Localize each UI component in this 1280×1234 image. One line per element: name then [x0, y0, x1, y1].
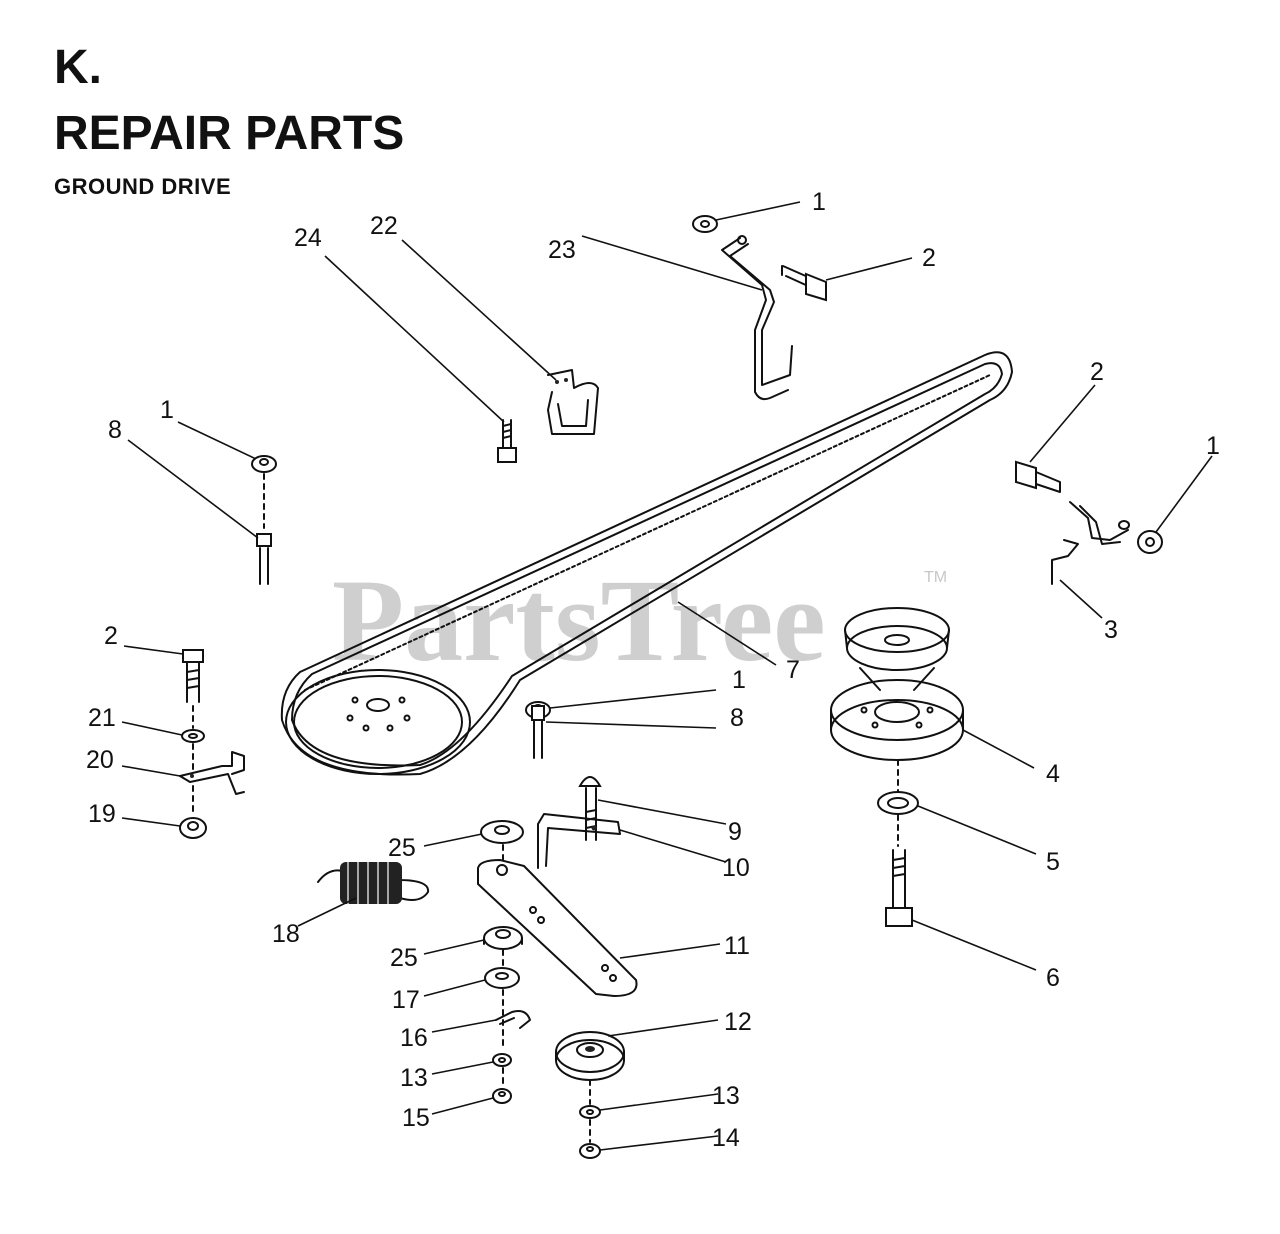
bushing-25-lower [483, 926, 523, 950]
watermark-trademark: TM [924, 569, 947, 586]
bracket-3 [1051, 501, 1130, 585]
callout-label: 8 [108, 416, 122, 444]
callout-label: 25 [390, 944, 418, 972]
large-drive-pulley [285, 669, 471, 775]
nut-19 [179, 817, 207, 839]
drive-belt [280, 351, 1013, 776]
page-subtitle: GROUND DRIVE [54, 174, 232, 199]
callout-label: 12 [724, 1008, 752, 1036]
callout-label: 17 [392, 986, 420, 1014]
callout-label: 6 [1046, 964, 1060, 992]
watermark-text: PartsTree [332, 555, 826, 686]
guide-22 [547, 369, 599, 435]
washer-17 [484, 967, 520, 989]
bolt-top [781, 265, 827, 302]
nut-left [251, 455, 277, 473]
callout-label: 25 [388, 834, 416, 862]
callout-label: 21 [88, 704, 116, 732]
leader-lines [121, 201, 1213, 1151]
nut-top [692, 215, 718, 233]
callout-label: 19 [88, 800, 116, 828]
callout-label: 1 [812, 188, 826, 216]
nut-14 [579, 1143, 601, 1159]
washer-13-right [579, 1105, 601, 1119]
bracket-10 [537, 813, 621, 869]
callout-label: 8 [730, 704, 744, 732]
callout-label: 11 [724, 932, 750, 960]
idler-arm-11 [477, 859, 638, 997]
idler-pulley-12 [555, 1031, 625, 1081]
section-letter: K. [54, 41, 102, 94]
callout-label: 1 [732, 666, 746, 694]
stud-center-8 [531, 705, 545, 759]
callout-label: 18 [272, 920, 300, 948]
callout-label: 9 [728, 818, 742, 846]
screw-24 [497, 419, 517, 463]
callout-label: 20 [86, 746, 114, 774]
callout-label: 4 [1046, 760, 1060, 788]
nut-right [1137, 530, 1163, 554]
callout-label: 22 [370, 212, 398, 240]
callout-label: 3 [1104, 616, 1118, 644]
callout-label: 1 [1206, 432, 1220, 460]
callout-label: 13 [712, 1082, 740, 1110]
nut-15 [492, 1088, 512, 1104]
bracket-23 [721, 235, 793, 401]
callout-label: 1 [160, 396, 174, 424]
callout-label: 23 [548, 236, 576, 264]
callout-label: 2 [922, 244, 936, 272]
bolt-right [1015, 460, 1061, 493]
callout-label: 14 [712, 1124, 740, 1152]
bracket-20 [179, 751, 245, 795]
callout-label: 2 [104, 622, 118, 650]
bolt-6 [885, 849, 913, 927]
callout-label: 7 [786, 656, 800, 684]
callout-label: 5 [1046, 848, 1060, 876]
stud-left-8 [256, 533, 272, 585]
callout-labels: 1 2 23 22 24 2 1 1 8 3 7 2 21 20 19 1 8 … [86, 188, 1220, 1152]
callout-label: 16 [400, 1024, 428, 1052]
callout-label: 15 [402, 1104, 430, 1132]
spring-18 [317, 862, 430, 904]
callout-label: 10 [722, 854, 750, 882]
double-pulley-4 [830, 607, 964, 761]
bolt-left-2 [182, 649, 204, 703]
clip-16 [495, 1010, 531, 1029]
callout-label: 2 [1090, 358, 1104, 386]
callout-label: 13 [400, 1064, 428, 1092]
bushing-25-upper [480, 820, 524, 844]
callout-label: 24 [294, 224, 322, 252]
alignment-lines [192, 473, 899, 1143]
washer-5 [877, 791, 919, 815]
page-title: REPAIR PARTS [54, 107, 405, 160]
washer-21 [181, 729, 205, 743]
washer-13-left [492, 1053, 512, 1067]
